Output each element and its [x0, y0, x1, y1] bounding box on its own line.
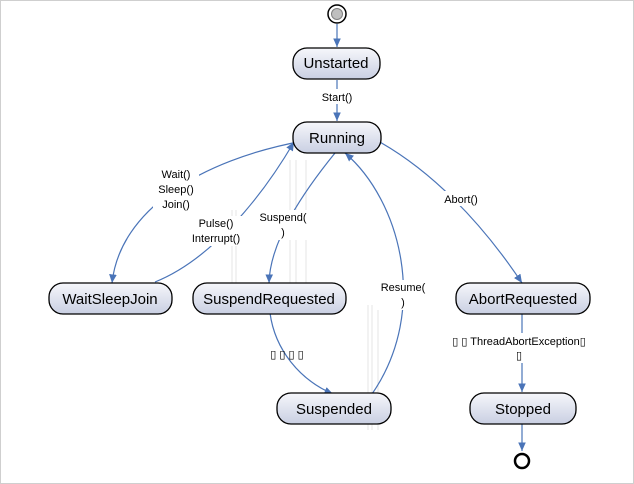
state-abort-requested: AbortRequested: [455, 282, 591, 315]
state-stopped-label: Stopped: [495, 401, 551, 418]
state-suspended: Suspended: [276, 392, 392, 425]
label-suspend-line-1: Suspend(: [259, 212, 306, 224]
label-resume-line-2: ): [401, 297, 405, 309]
state-running: Running: [292, 121, 382, 154]
state-unstarted-label: Unstarted: [303, 55, 368, 72]
label-suspend-pending: ▯ ▯ ▯ ▯: [270, 349, 303, 361]
label-pulse-line-2: Interrupt(): [192, 233, 240, 245]
state-suspend-requested: SuspendRequested: [192, 282, 347, 315]
state-suspended-label: Suspended: [296, 401, 372, 418]
state-suspend-requested-label: SuspendRequested: [203, 291, 335, 308]
label-wait-line-3: Join(): [162, 199, 190, 211]
label-resume-line-1: Resume(: [381, 282, 426, 294]
edge-resume: [344, 152, 404, 395]
transitions: [109, 24, 526, 451]
label-thread-abort-line-2: ▯: [516, 350, 522, 362]
state-wait-sleep-join: WaitSleepJoin: [48, 282, 173, 315]
state-running-label: Running: [309, 130, 365, 147]
label-pulse-line-1: Pulse(): [199, 218, 234, 230]
label-abort: Abort(): [444, 194, 478, 206]
label-wait-line-1: Wait(): [162, 169, 191, 181]
state-abort-requested-label: AbortRequested: [469, 291, 577, 308]
label-start: Start(): [322, 92, 353, 104]
edge-abort: [377, 140, 523, 284]
state-unstarted: Unstarted: [292, 47, 381, 80]
transition-labels: Start() Wait() Sleep() Join() Pulse() In…: [153, 89, 600, 363]
label-suspend-line-2: ): [281, 227, 285, 239]
state-wait-sleep-join-label: WaitSleepJoin: [62, 291, 157, 308]
final-state-icon: [513, 452, 531, 470]
label-wait-line-2: Sleep(): [158, 184, 193, 196]
initial-state-icon: [327, 4, 347, 24]
edge-suspend-pending: [269, 312, 334, 395]
label-thread-abort-line-1: ▯ ▯ ThreadAbortException▯: [452, 336, 586, 348]
state-stopped: Stopped: [469, 392, 577, 425]
